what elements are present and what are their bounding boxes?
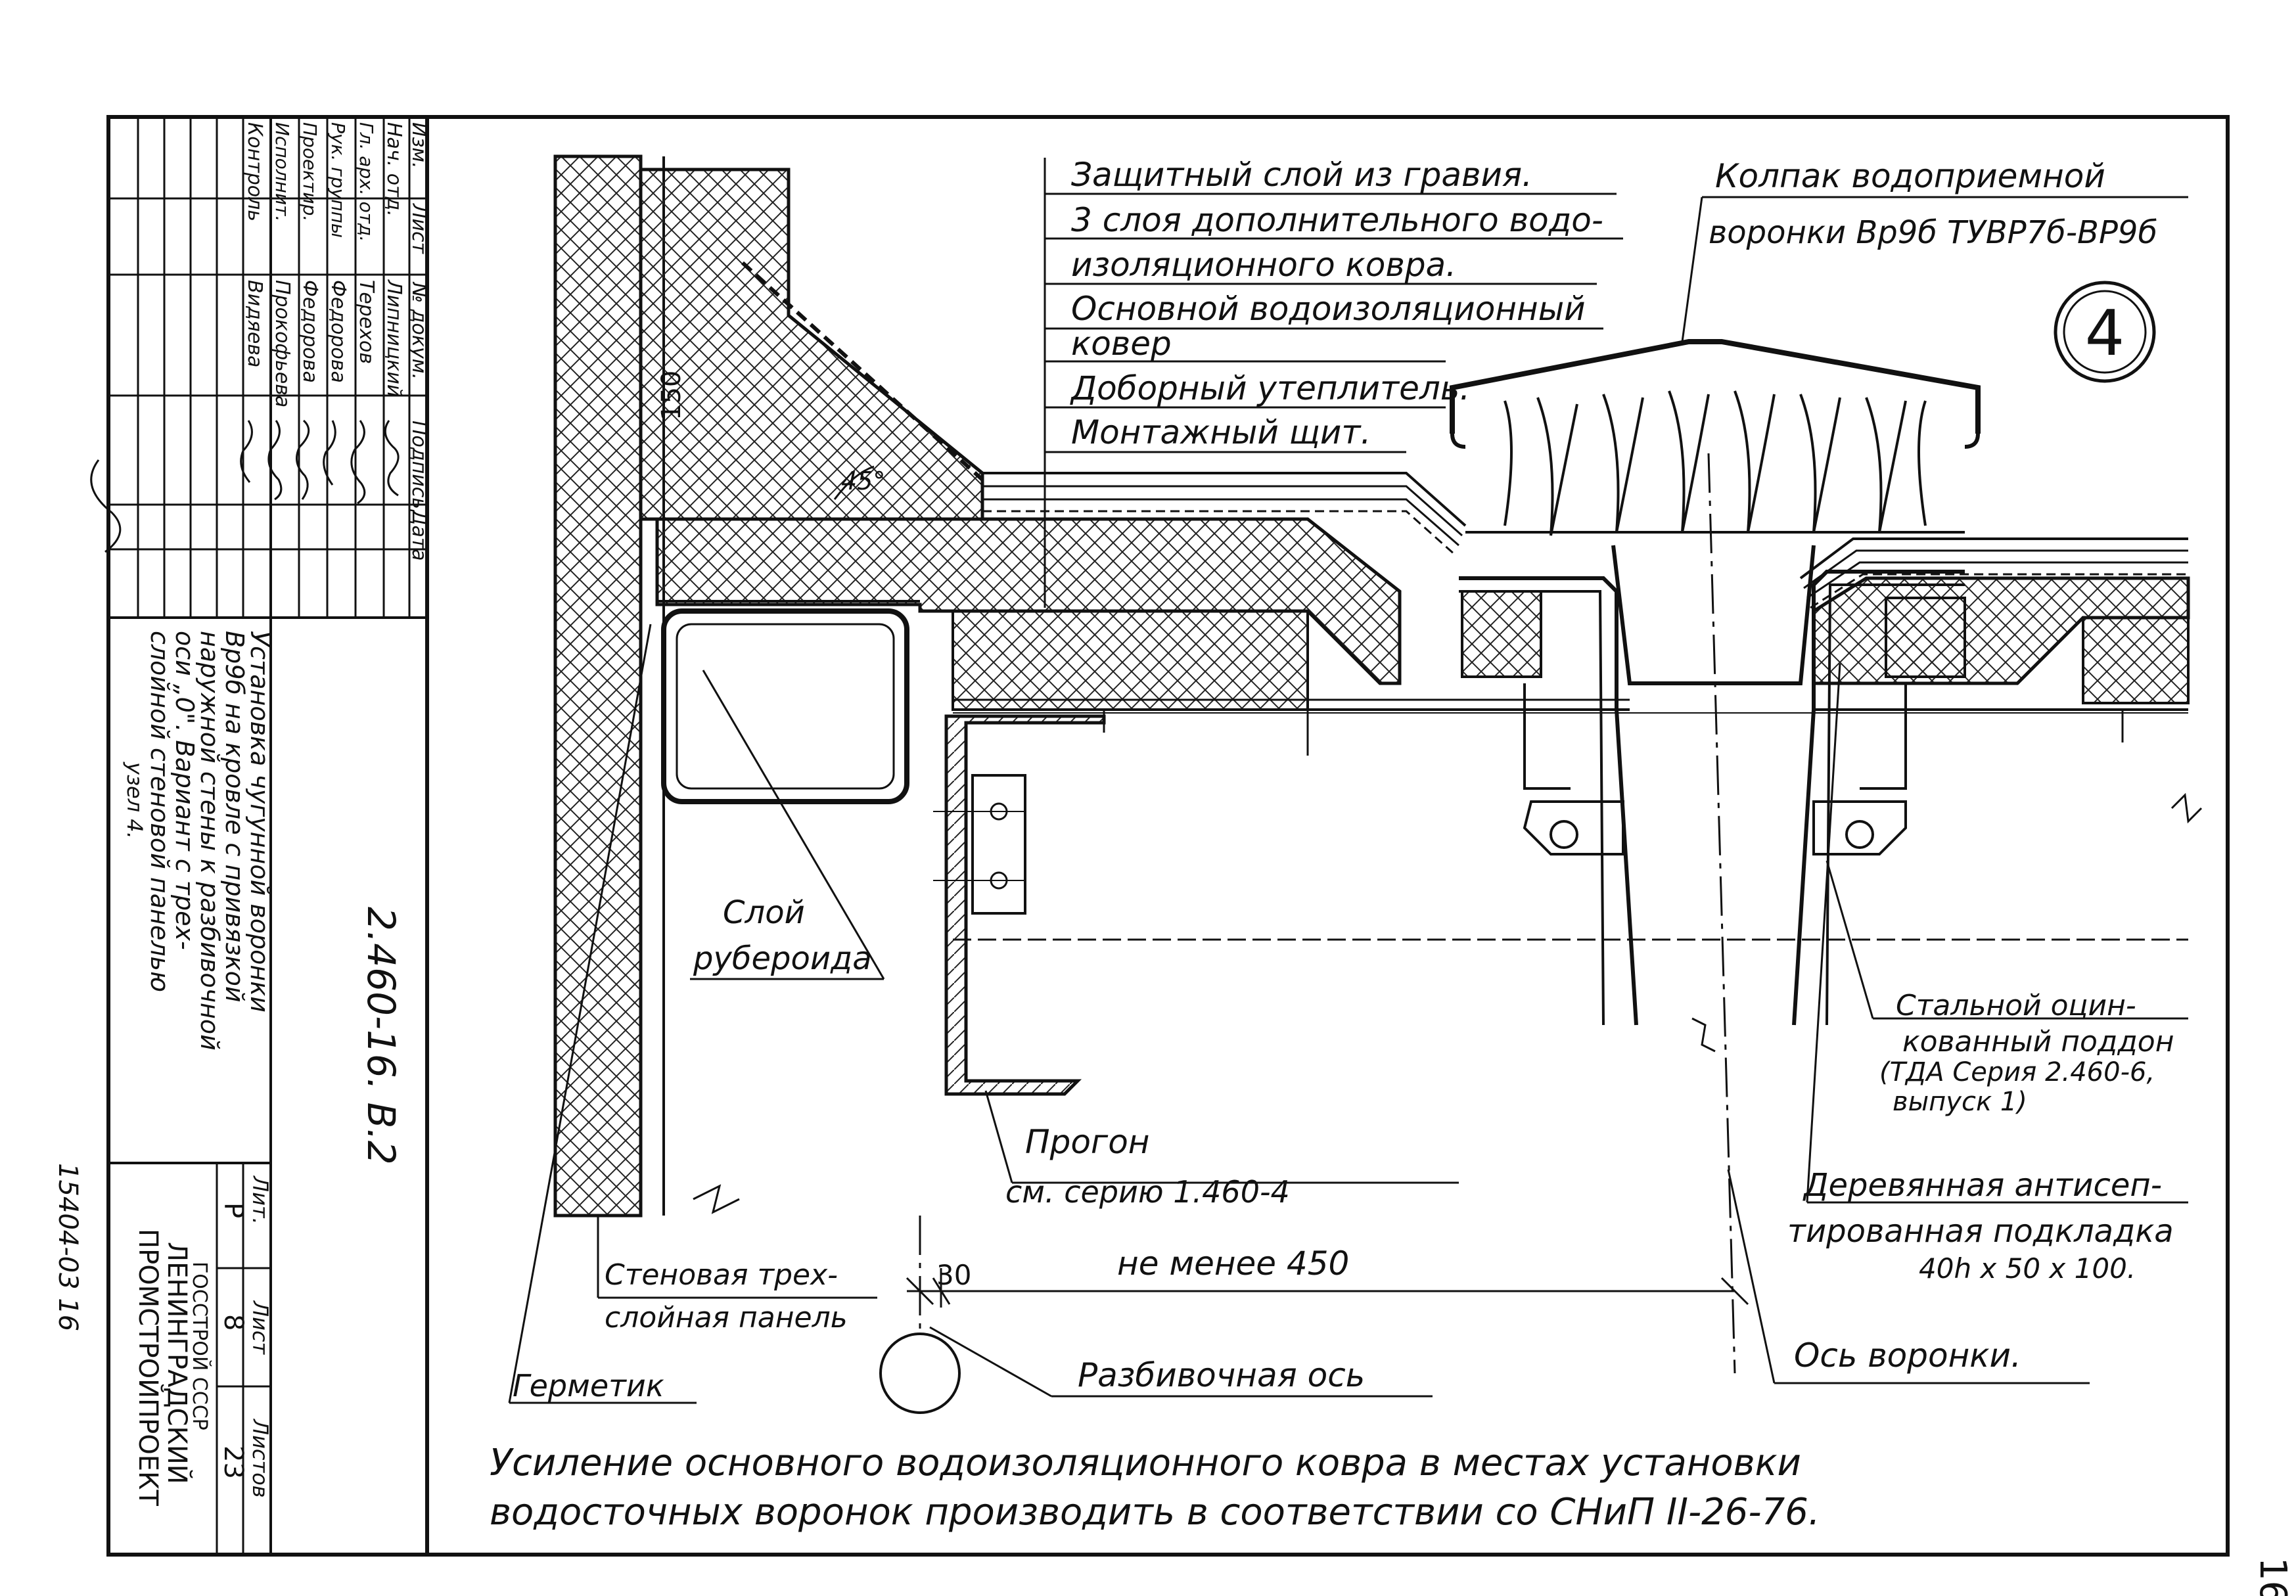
cap-label-0: Колпак водоприемной [1715, 157, 2105, 195]
layer-label-3: Основной водоизоляционный [1071, 290, 1586, 328]
role-4: Исполнит. [271, 122, 293, 221]
purlin [661, 608, 1106, 1096]
name-0: Липницкий [382, 279, 405, 397]
title-block: Изм. Лист № докум. Подпись Дата Нач. отд… [53, 117, 430, 1555]
name-5: Видяева [243, 280, 266, 367]
name-4: Прокофьева [271, 280, 294, 407]
org-line-2: ПРОМСТРОЙПРОЕКТ [133, 1229, 164, 1506]
panel-label-0: Стеновая трех- [605, 1258, 838, 1292]
tray-label-2: (ТДА Серия 2.460-6, [1879, 1057, 2155, 1087]
role-3: Проектир. [299, 122, 321, 221]
node-marker: 4 [2054, 281, 2156, 383]
tray-label-3: выпуск 1) [1893, 1087, 2027, 1117]
layer-label-2: изоляционного ковра. [1071, 246, 1456, 284]
pad-label-0: Деревянная антисеп- [1802, 1167, 2162, 1204]
org-line-1: ЛЕНИНГРАДСКИЙ [162, 1242, 193, 1484]
page-number: 16 [2251, 1557, 2294, 1596]
panel-label-1: слойная панель [605, 1301, 848, 1334]
axis-bubble [879, 1333, 961, 1414]
ruberoid-label-1: рубероида [693, 940, 872, 977]
description-line-3: оси „0". Вариант с трех- [170, 631, 199, 950]
stage-label: Лит. [248, 1175, 273, 1225]
description-line-4: слойной стеновой панелью [145, 631, 174, 992]
cap-dome [1450, 339, 1981, 434]
funnel-axis [1707, 453, 1736, 1374]
sheet-value: 8 [218, 1314, 248, 1331]
purlin-label-0: Прогон [1025, 1123, 1149, 1161]
labels [508, 158, 2188, 1404]
ruberoid-label-0: Слой [723, 894, 805, 931]
role-1: Гл. арх. отд. [356, 122, 377, 242]
tray-label-1: кованный поддон [1902, 1025, 2174, 1059]
layer-label-0: Защитный слой из гравия. [1071, 156, 1532, 194]
name-1: Терехов [355, 280, 378, 364]
sheets-value: 23 [218, 1446, 248, 1479]
parapet-insulation: 150 45° [639, 168, 984, 521]
dim-30: 30 [936, 1259, 971, 1291]
funnel-axis-label: Ось воронки. [1794, 1336, 2021, 1375]
sealant-label: Герметик [513, 1368, 664, 1403]
node-number: 4 [2085, 298, 2124, 370]
title-header-izm: Изм. [407, 122, 430, 169]
layer-label-6: Монтажный щит. [1071, 413, 1371, 451]
org-line-0: ГОССТРОЙ СССР [188, 1262, 212, 1430]
layer-label-5: Доборный утеплитель. [1070, 369, 1470, 407]
title-header-date: Дата [407, 509, 430, 561]
stage-value: Р [218, 1202, 248, 1218]
title-header-docnum: № докум. [407, 281, 430, 380]
sheets-label: Листов [248, 1419, 273, 1498]
role-2: Рук. группы [327, 122, 349, 238]
tray-label-0: Стальной оцин- [1896, 989, 2136, 1022]
title-header-sign: Подпись [407, 421, 430, 509]
description-line-1: Вр9б на кровле с привязкой [220, 631, 249, 1003]
pad-label-2: 40h x 50 x 100. [1919, 1252, 2136, 1285]
layer-label-1: 3 слоя дополнительного водо- [1071, 201, 1603, 239]
axis-label: Разбивочная ось [1078, 1356, 1365, 1394]
name-2: Федорова [327, 280, 350, 383]
outer-frame [106, 115, 2230, 1557]
sheet-label: Лист [248, 1300, 273, 1355]
note-line-0: Усиление основного водоизоляционного ков… [490, 1442, 1801, 1484]
note-line-1: водосточных воронок производить в соотве… [490, 1491, 1820, 1534]
description-line-5: узел 4. [122, 762, 147, 839]
signatures [90, 419, 400, 553]
doc-code: 2.460-16. В.2 [359, 907, 403, 1165]
pad-label-1: тированная подкладка [1787, 1213, 2174, 1250]
inventory-number: 15404-03 16 [53, 1163, 83, 1331]
role-0: Нач. отд. [382, 122, 405, 217]
layer-label-4: ковер [1071, 325, 1172, 363]
roof-layers [655, 472, 2203, 941]
purlin-label-1: см. серию 1.460-4 [1005, 1174, 1290, 1210]
description-line-2: наружной стены к разбивочной [195, 631, 224, 1051]
dim-min-450: не менее 450 [1117, 1244, 1349, 1283]
description-line-0: Установка чугунной воронки [245, 631, 274, 1013]
dim-150: 150 [656, 371, 687, 421]
funnel-cap [1450, 339, 1981, 1374]
name-3: Федорова [298, 280, 321, 383]
cap-label-1: воронки Вр9б ТУВР7б-ВР9б [1709, 214, 2157, 251]
title-header-list: Лист [407, 203, 430, 255]
role-5: Контроль [243, 122, 266, 221]
